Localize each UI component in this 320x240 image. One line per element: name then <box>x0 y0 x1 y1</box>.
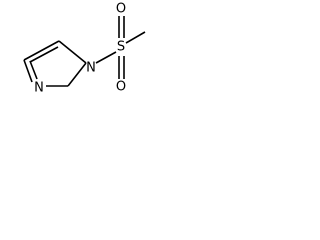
atom-o-top-label: O <box>116 2 126 17</box>
imidazole-ring <box>23 40 87 87</box>
atom-o-bottom-label: O <box>116 80 126 95</box>
bond-n1-c5 <box>58 40 87 64</box>
atom-n3-label: N <box>34 81 44 96</box>
bond-n1-s <box>95 51 117 64</box>
atom-s-label: S <box>117 40 125 55</box>
bond-c4-c5 <box>23 40 60 61</box>
bond-c4-c5-inner <box>29 46 59 63</box>
bond-s-methyl <box>125 31 146 44</box>
atom-n1-label: N <box>86 61 96 76</box>
bond-n3-c4-inner <box>29 60 38 80</box>
bond-n3-c4 <box>23 59 33 83</box>
chemical-structure-diagram: N N S O O <box>23 2 146 96</box>
bond-n1-c2 <box>67 62 87 87</box>
methylsulfonyl-group <box>95 16 146 79</box>
